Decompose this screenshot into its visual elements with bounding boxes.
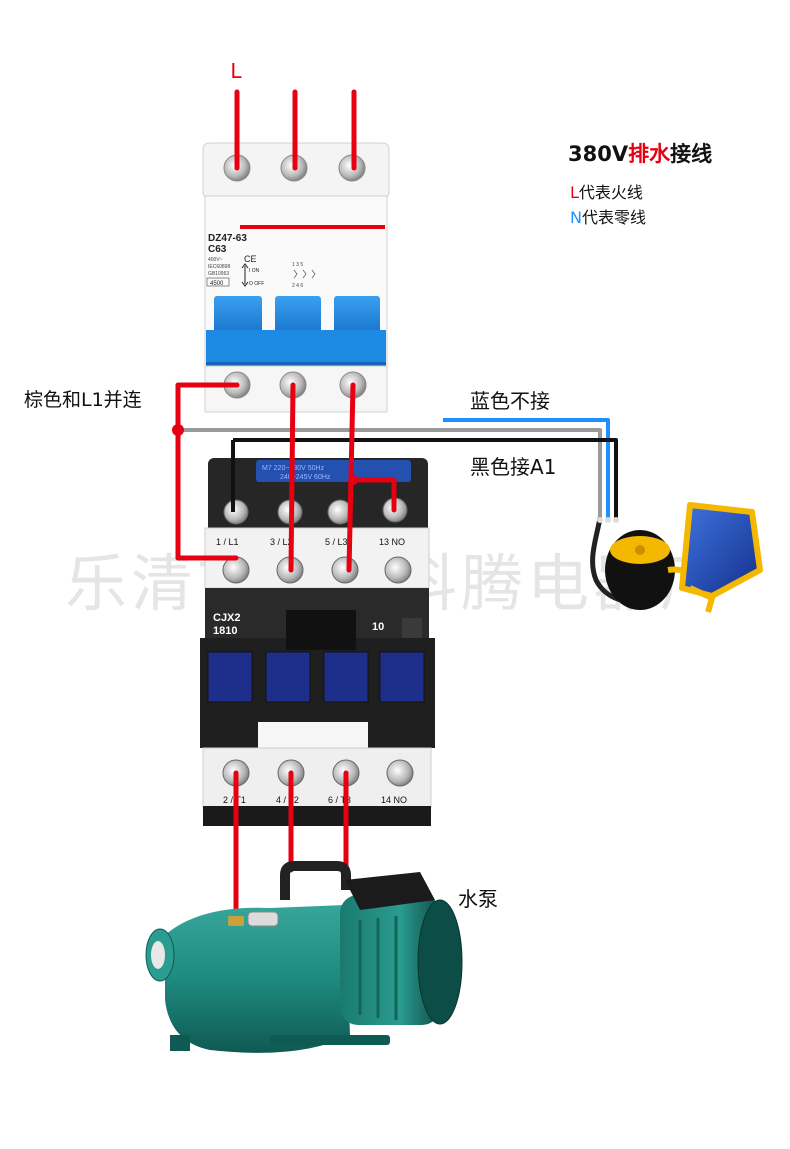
- legend-line-live: L代表火线: [570, 179, 643, 203]
- breaker-std2: GB10963: [208, 271, 229, 277]
- water-pump-icon: [145, 861, 463, 1053]
- label-black-wire: 黑色接A1: [470, 455, 556, 479]
- contactor-bottom-terminal-4: 14 NO: [381, 795, 407, 805]
- contactor-top-terminal-3: 5 / L3: [325, 537, 348, 547]
- breaker-pole-top: 1 3 5: [292, 262, 303, 268]
- legend-key-live: L: [570, 183, 579, 202]
- circuit-breaker-icon: DZ47-63 C63 400V~ IEC60898 GB10963 4500 …: [202, 142, 390, 413]
- legend-title-highlight: 排水: [628, 142, 671, 166]
- legend-title-prefix: 380V: [568, 142, 629, 166]
- contactor-top-terminal-4: 13 NO: [379, 537, 405, 547]
- contactor-model-number: 1810: [213, 625, 237, 637]
- contactor-top-terminal-2: 3 / L2: [270, 537, 293, 547]
- contactor-bottom-terminal-2: 4 / T2: [276, 795, 299, 805]
- junction-dot: [348, 475, 358, 485]
- contactor-top-terminal-1: 1 / L1: [216, 537, 239, 547]
- label-brown-wire: 棕色和L1并连: [24, 389, 142, 411]
- contactor-model: CJX2: [213, 612, 241, 624]
- float-switch-cable: [178, 418, 618, 518]
- legend-title: 380V排水接线: [568, 138, 712, 168]
- junction-dot: [172, 424, 184, 436]
- breaker-std1: IEC60898: [208, 264, 230, 270]
- legend-title-suffix: 接线: [670, 142, 713, 166]
- legend-key-neutral: N: [570, 208, 582, 227]
- contactor-bottom-terminal-3: 6 / T3: [328, 795, 351, 805]
- breaker-code: 4500: [210, 281, 224, 287]
- breaker-off-label: O OFF: [249, 281, 264, 287]
- label-pump: 水泵: [458, 887, 498, 911]
- breaker-handle-3[interactable]: [334, 296, 380, 338]
- label-blue-wire: 蓝色不接: [470, 389, 550, 413]
- breaker-handle-2[interactable]: [275, 296, 321, 338]
- breaker-model: DZ47-63: [208, 233, 247, 244]
- breaker-voltage: 400V~: [208, 257, 223, 263]
- breaker-handle-1[interactable]: [214, 296, 262, 338]
- legend-text-live: 代表火线: [578, 183, 643, 202]
- breaker-on-label: I ON: [249, 268, 260, 274]
- breaker-pole-bottom: 2 4 6: [292, 283, 303, 289]
- breaker-rating: C63: [208, 244, 227, 255]
- contactor-coil-text2: 240~245V 60Hz: [280, 474, 331, 481]
- contactor-aux: 10: [372, 621, 384, 633]
- float-switch-icon: [590, 502, 763, 613]
- legend-text-neutral: 代表零线: [581, 208, 646, 227]
- incoming-live-wires: [234, 89, 357, 171]
- supply-label: L: [230, 59, 242, 83]
- legend-line-neutral: N代表零线: [570, 204, 646, 228]
- breaker-ce-mark: CE: [244, 254, 257, 264]
